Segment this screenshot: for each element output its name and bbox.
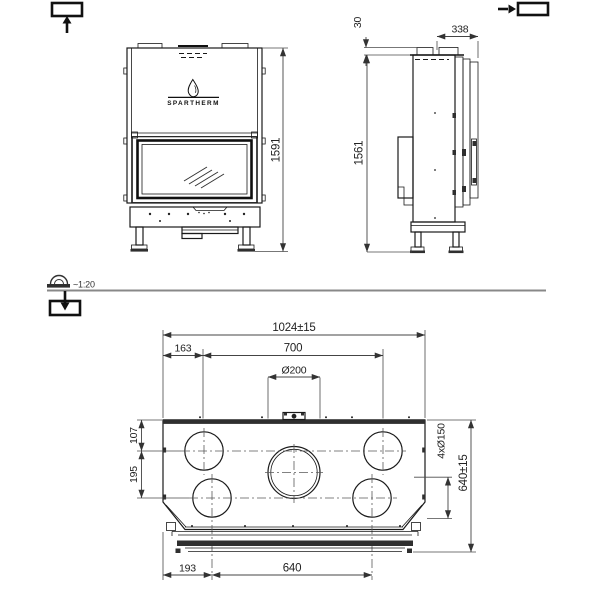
side-flue-depth-dimension: 338 [436, 24, 479, 58]
plan-left-dimensions: 107 195 [128, 419, 189, 499]
dim-plan-row1-offset: 107 [128, 427, 140, 444]
view-from-right-icon [498, 1, 550, 17]
front-door [131, 131, 258, 203]
front-view: SPARTHERM [123, 43, 288, 252]
scale-indicator: ~1:20 [47, 274, 95, 290]
side-body [410, 47, 464, 223]
side-front-frame [452, 56, 479, 208]
side-top-offset-dimension: 30 [352, 17, 433, 66]
side-base [410, 221, 466, 254]
plan-offset-span-dimensions: 163 700 [162, 343, 384, 419]
glass-pane [141, 144, 248, 195]
front-height-dimension: 1591 [255, 47, 288, 252]
dim-plan-left-offset: 163 [175, 343, 192, 355]
brand-logo-text: SPARTHERM [167, 100, 220, 107]
side-rear-panel [397, 136, 414, 206]
plan-front-assembly [171, 531, 419, 553]
dim-side-height: 1561 [354, 141, 366, 166]
plan-body [162, 411, 426, 531]
view-from-top-icon [48, 291, 82, 317]
glass-reflection [183, 166, 225, 189]
dim-plan-stub-span: 700 [284, 343, 303, 355]
dim-plan-depth: 640±15 [458, 454, 470, 491]
plan-bottom-dimensions: 193 640 [162, 532, 373, 580]
dim-side-top-offset: 30 [352, 17, 364, 29]
dim-plan-row-gap: 195 [128, 466, 140, 483]
dim-plan-bottom-left-offset: 193 [179, 563, 196, 575]
plan-view: 1024±15 163 700 Ø200 107 195 [128, 322, 476, 580]
plan-center-flue-dimension: Ø200 [267, 365, 321, 419]
front-body [123, 43, 266, 204]
scale-text: ~1:20 [73, 280, 95, 290]
plan-width-dimension: 1024±15 [162, 322, 426, 418]
view-from-front-icon [50, 1, 84, 33]
dim-plan-stub-label: 4xØ150 [436, 423, 448, 459]
dim-plan-bottom-span: 640 [283, 563, 302, 575]
dim-plan-width: 1024±15 [272, 322, 315, 334]
dim-side-flue-depth: 338 [452, 24, 469, 36]
plan-centerlines [181, 428, 406, 580]
dim-front-height: 1591 [271, 138, 283, 163]
spartherm-logo: SPARTHERM [167, 78, 220, 107]
plan-outlets [184, 431, 403, 518]
front-base [129, 206, 261, 252]
plan-right-dimensions: 4xØ150 640±15 [413, 419, 476, 553]
flame-icon [187, 78, 199, 98]
dim-plan-center-flue: Ø200 [282, 365, 307, 377]
side-view: 30 338 1561 [352, 17, 479, 254]
side-height-dimension: 1561 [354, 54, 412, 253]
